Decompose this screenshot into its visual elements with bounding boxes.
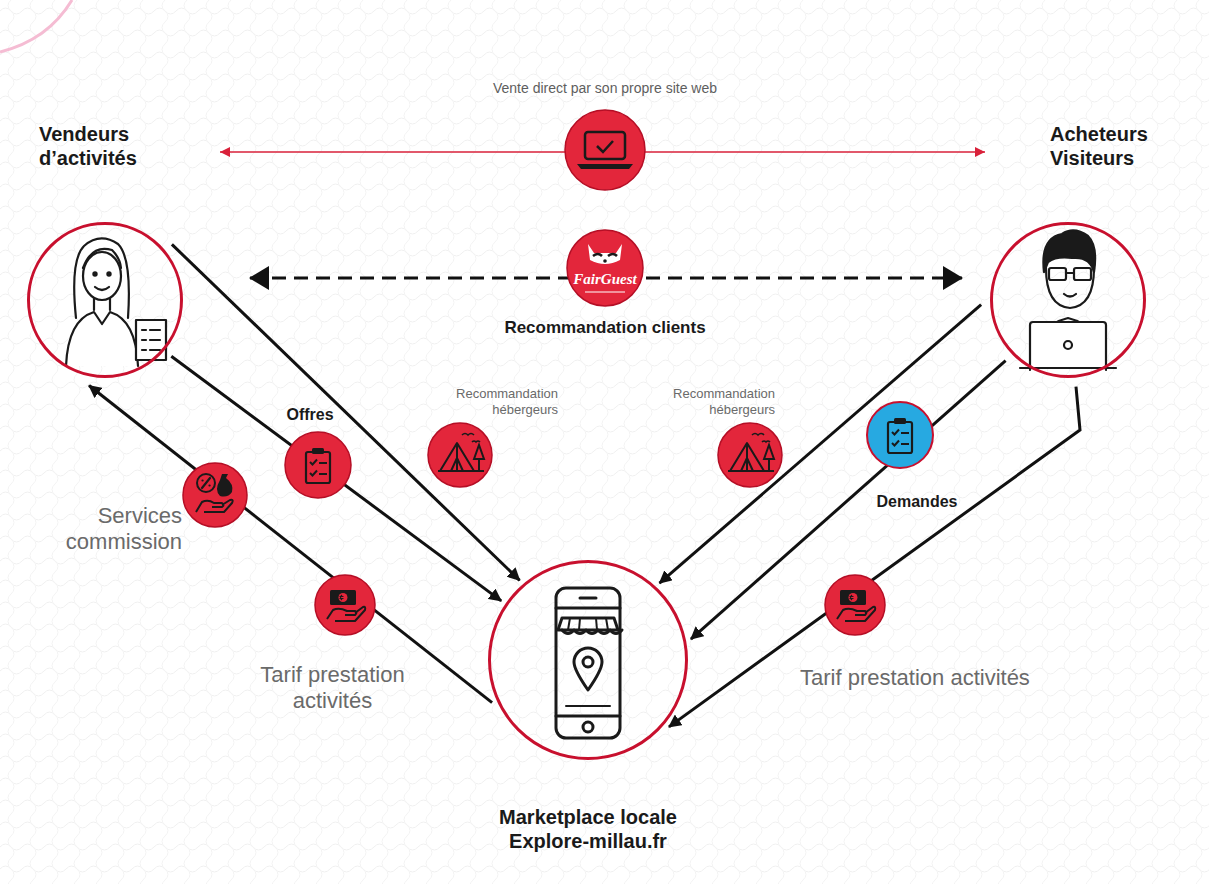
circle-outline-svg (488, 560, 688, 760)
circle-border (29, 224, 182, 377)
arrow-connector (171, 356, 501, 601)
arrow-connector (660, 305, 982, 583)
circle-border (992, 224, 1145, 377)
node-heading: Marketplace locale Explore-millau.fr (468, 805, 708, 853)
circle-border (490, 562, 687, 759)
laptop-icon (565, 110, 645, 190)
requests-clipboard-icon (867, 402, 933, 468)
tent-icon (428, 423, 492, 487)
seller-illustration (66, 238, 166, 366)
arrow-connector (172, 244, 520, 580)
edge-label: Recommandation hébergeurs (650, 386, 775, 418)
corner-curve (0, 0, 72, 52)
circle-outline (27, 222, 183, 378)
edge-label: Tarif prestation activités (245, 662, 420, 714)
circle-outline-svg (990, 222, 1146, 378)
marketplace-node: Marketplace locale Explore-millau.fr (468, 560, 708, 855)
node-heading: Acheteurs Visiteurs (990, 122, 1150, 170)
edge-label: Recommandation clients (480, 318, 730, 338)
circle-outline (488, 560, 688, 760)
fairguest-logo (567, 230, 643, 306)
node-heading: Vendeurs d’activités (27, 122, 187, 170)
edge-label: Vente direct par son propre site web (455, 80, 755, 97)
edge-label: Tarif prestation activités (800, 665, 1100, 691)
price-icon (315, 575, 375, 635)
offers-clipboard-icon (285, 432, 351, 498)
phone-storefront-illustration (556, 588, 622, 738)
annotation-label: Services commission (54, 503, 182, 555)
circle-outline (990, 222, 1146, 378)
edge-label: Demandes (862, 492, 972, 511)
edge-label: Offres (270, 405, 350, 424)
seller-node: Vendeurs d’activités (27, 122, 187, 378)
commission-icon (183, 463, 247, 527)
edge-label: Recommandation hébergeurs (440, 386, 558, 418)
logo-text: FairGuest (565, 271, 645, 288)
circle-outline-svg (27, 222, 183, 378)
price-icon (825, 575, 885, 635)
buyer-illustration (1020, 230, 1116, 370)
tent-icon (718, 423, 782, 487)
buyer-node: Acheteurs Visiteurs (990, 122, 1150, 378)
